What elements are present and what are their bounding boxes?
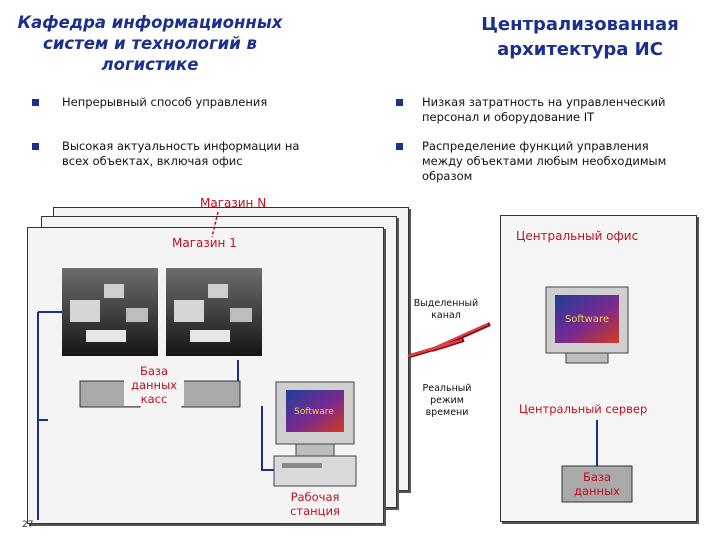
bullet-icon — [396, 99, 403, 106]
pos-db-label: База данных касс — [124, 364, 184, 406]
dedicated-line-1: Выделенный — [413, 298, 479, 309]
slide-title: Централизованная архитектура ИС — [440, 12, 720, 62]
store-link-dashed — [211, 211, 219, 238]
workstation-line-2: станция — [290, 504, 340, 518]
central-db-label: База данных — [562, 470, 632, 498]
store-network-lines — [37, 311, 278, 520]
bullet-icon — [32, 143, 39, 150]
workstation-screen-text: Software — [294, 407, 334, 417]
title-line-1: Централизованная — [481, 14, 679, 35]
bullet-left-2-line-1: Высокая актуальность информации на — [62, 139, 300, 153]
bullet-right-2-line-2: между объектами любым необходимым — [422, 154, 667, 168]
bullet-left-2: Высокая актуальность информации на всех … — [62, 139, 362, 169]
department-title: Кафедра информационных систем и технолог… — [0, 12, 300, 75]
central-db-box — [561, 465, 633, 503]
server-screen-text: Software — [565, 314, 609, 325]
pos-db-line-3: касс — [140, 392, 168, 406]
bullet-right-2: Распределение функций управления между о… — [422, 139, 717, 184]
pos-terminal-photo-2 — [166, 268, 262, 356]
store-n-label: Магазин N — [200, 196, 267, 210]
dedicated-line-2: канал — [431, 310, 461, 321]
bullet-right-2-line-3: образом — [422, 169, 473, 183]
page-number: 27 — [22, 520, 34, 530]
pos-db-line-1: База — [139, 364, 169, 378]
workstation-line-1: Рабочая — [290, 490, 340, 504]
bullet-right-1-line-2: персонал и оборудование IT — [422, 110, 595, 124]
central-server-label: Центральный сервер — [519, 402, 648, 416]
dept-line-1: Кафедра информационных — [17, 13, 283, 32]
store-1-label: Магазин 1 — [172, 236, 237, 250]
workstation-label: Рабочая станция — [274, 490, 356, 518]
bullet-icon — [32, 99, 39, 106]
bullet-left-2-line-2: всех объектах, включая офис — [62, 154, 243, 168]
pos-db-box-right — [181, 380, 241, 408]
realtime-label: Реальный режим времени — [412, 383, 482, 419]
bullet-left-1-line-1: Непрерывный способ управления — [62, 95, 268, 109]
bullet-right-1: Низкая затратность на управленческий пер… — [422, 95, 717, 125]
realtime-line-2: режим — [430, 395, 464, 406]
bullet-icon — [396, 143, 403, 150]
dedicated-channel-link — [407, 322, 491, 358]
central-db-line-1: База — [582, 470, 612, 484]
realtime-line-1: Реальный — [422, 383, 472, 394]
dept-line-2: систем и технологий в — [43, 34, 257, 53]
bullet-right-1-line-1: Низкая затратность на управленческий — [422, 95, 666, 109]
central-db-line-2: данных — [574, 484, 620, 498]
dedicated-channel-label: Выделенный канал — [406, 298, 486, 322]
central-office-label: Центральный офис — [516, 229, 639, 243]
bullet-left-1: Непрерывный способ управления — [62, 95, 362, 110]
dept-line-3: логистике — [101, 55, 199, 74]
workstation-computer: Software — [273, 381, 357, 487]
pos-terminal-photo-1 — [62, 268, 158, 356]
title-line-2: архитектура ИС — [497, 39, 663, 60]
realtime-line-3: времени — [425, 407, 469, 418]
central-server-computer: Software — [545, 286, 629, 364]
bullet-right-2-line-1: Распределение функций управления — [422, 139, 649, 153]
pos-db-line-2: данных — [131, 378, 177, 392]
